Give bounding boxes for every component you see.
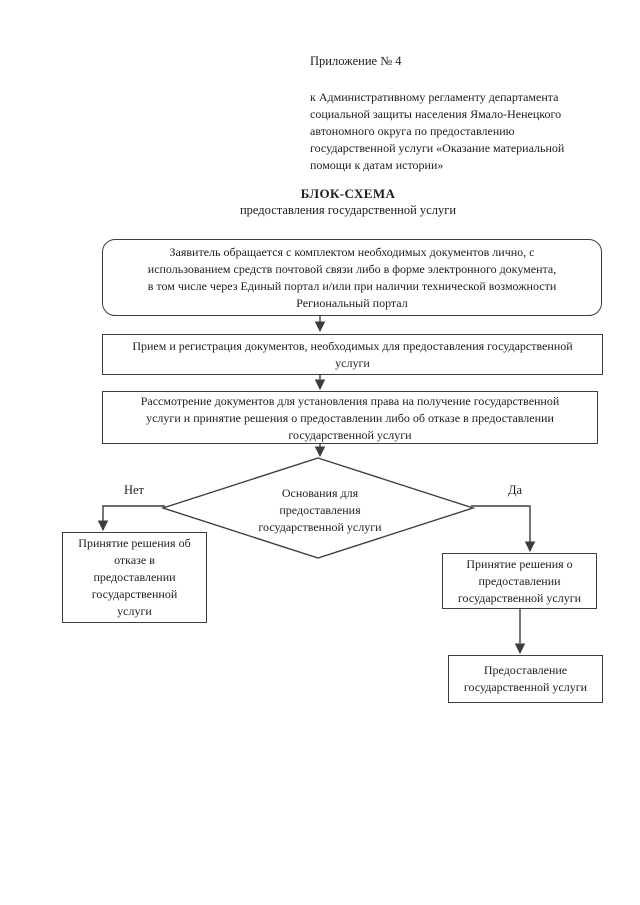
- node-applicant-submission: Заявитель обращается с комплектом необхо…: [102, 239, 602, 316]
- appendix-label: Приложение № 4: [310, 54, 402, 68]
- branch-label-no: Нет: [123, 483, 145, 497]
- node-document-reception: Прием и регистрация документов, необходи…: [102, 334, 603, 375]
- page-subtitle: предоставления государственной услуги: [239, 203, 457, 217]
- appendix-description: к Административному регламенту департаме…: [310, 90, 565, 172]
- node-approval-decision: Принятие решения о предоставлении госуда…: [442, 553, 597, 609]
- page-title: БЛОК-СХЕМА: [300, 186, 396, 201]
- node-refusal-decision: Принятие решения об отказе в предоставле…: [62, 532, 207, 623]
- node-service-provision: Предоставление государственной услуги: [448, 655, 603, 703]
- node-document-review: Рассмотрение документов для установления…: [102, 391, 598, 444]
- title-block: БЛОК-СХЕМА предоставления государственно…: [78, 186, 618, 219]
- arrow-decision-yes-to-approval: [471, 505, 536, 553]
- node-decision-label: Основания для предоставления государстве…: [258, 486, 382, 534]
- branch-label-yes: Да: [507, 483, 523, 497]
- arrow-decision-no-to-refusal: [97, 505, 165, 532]
